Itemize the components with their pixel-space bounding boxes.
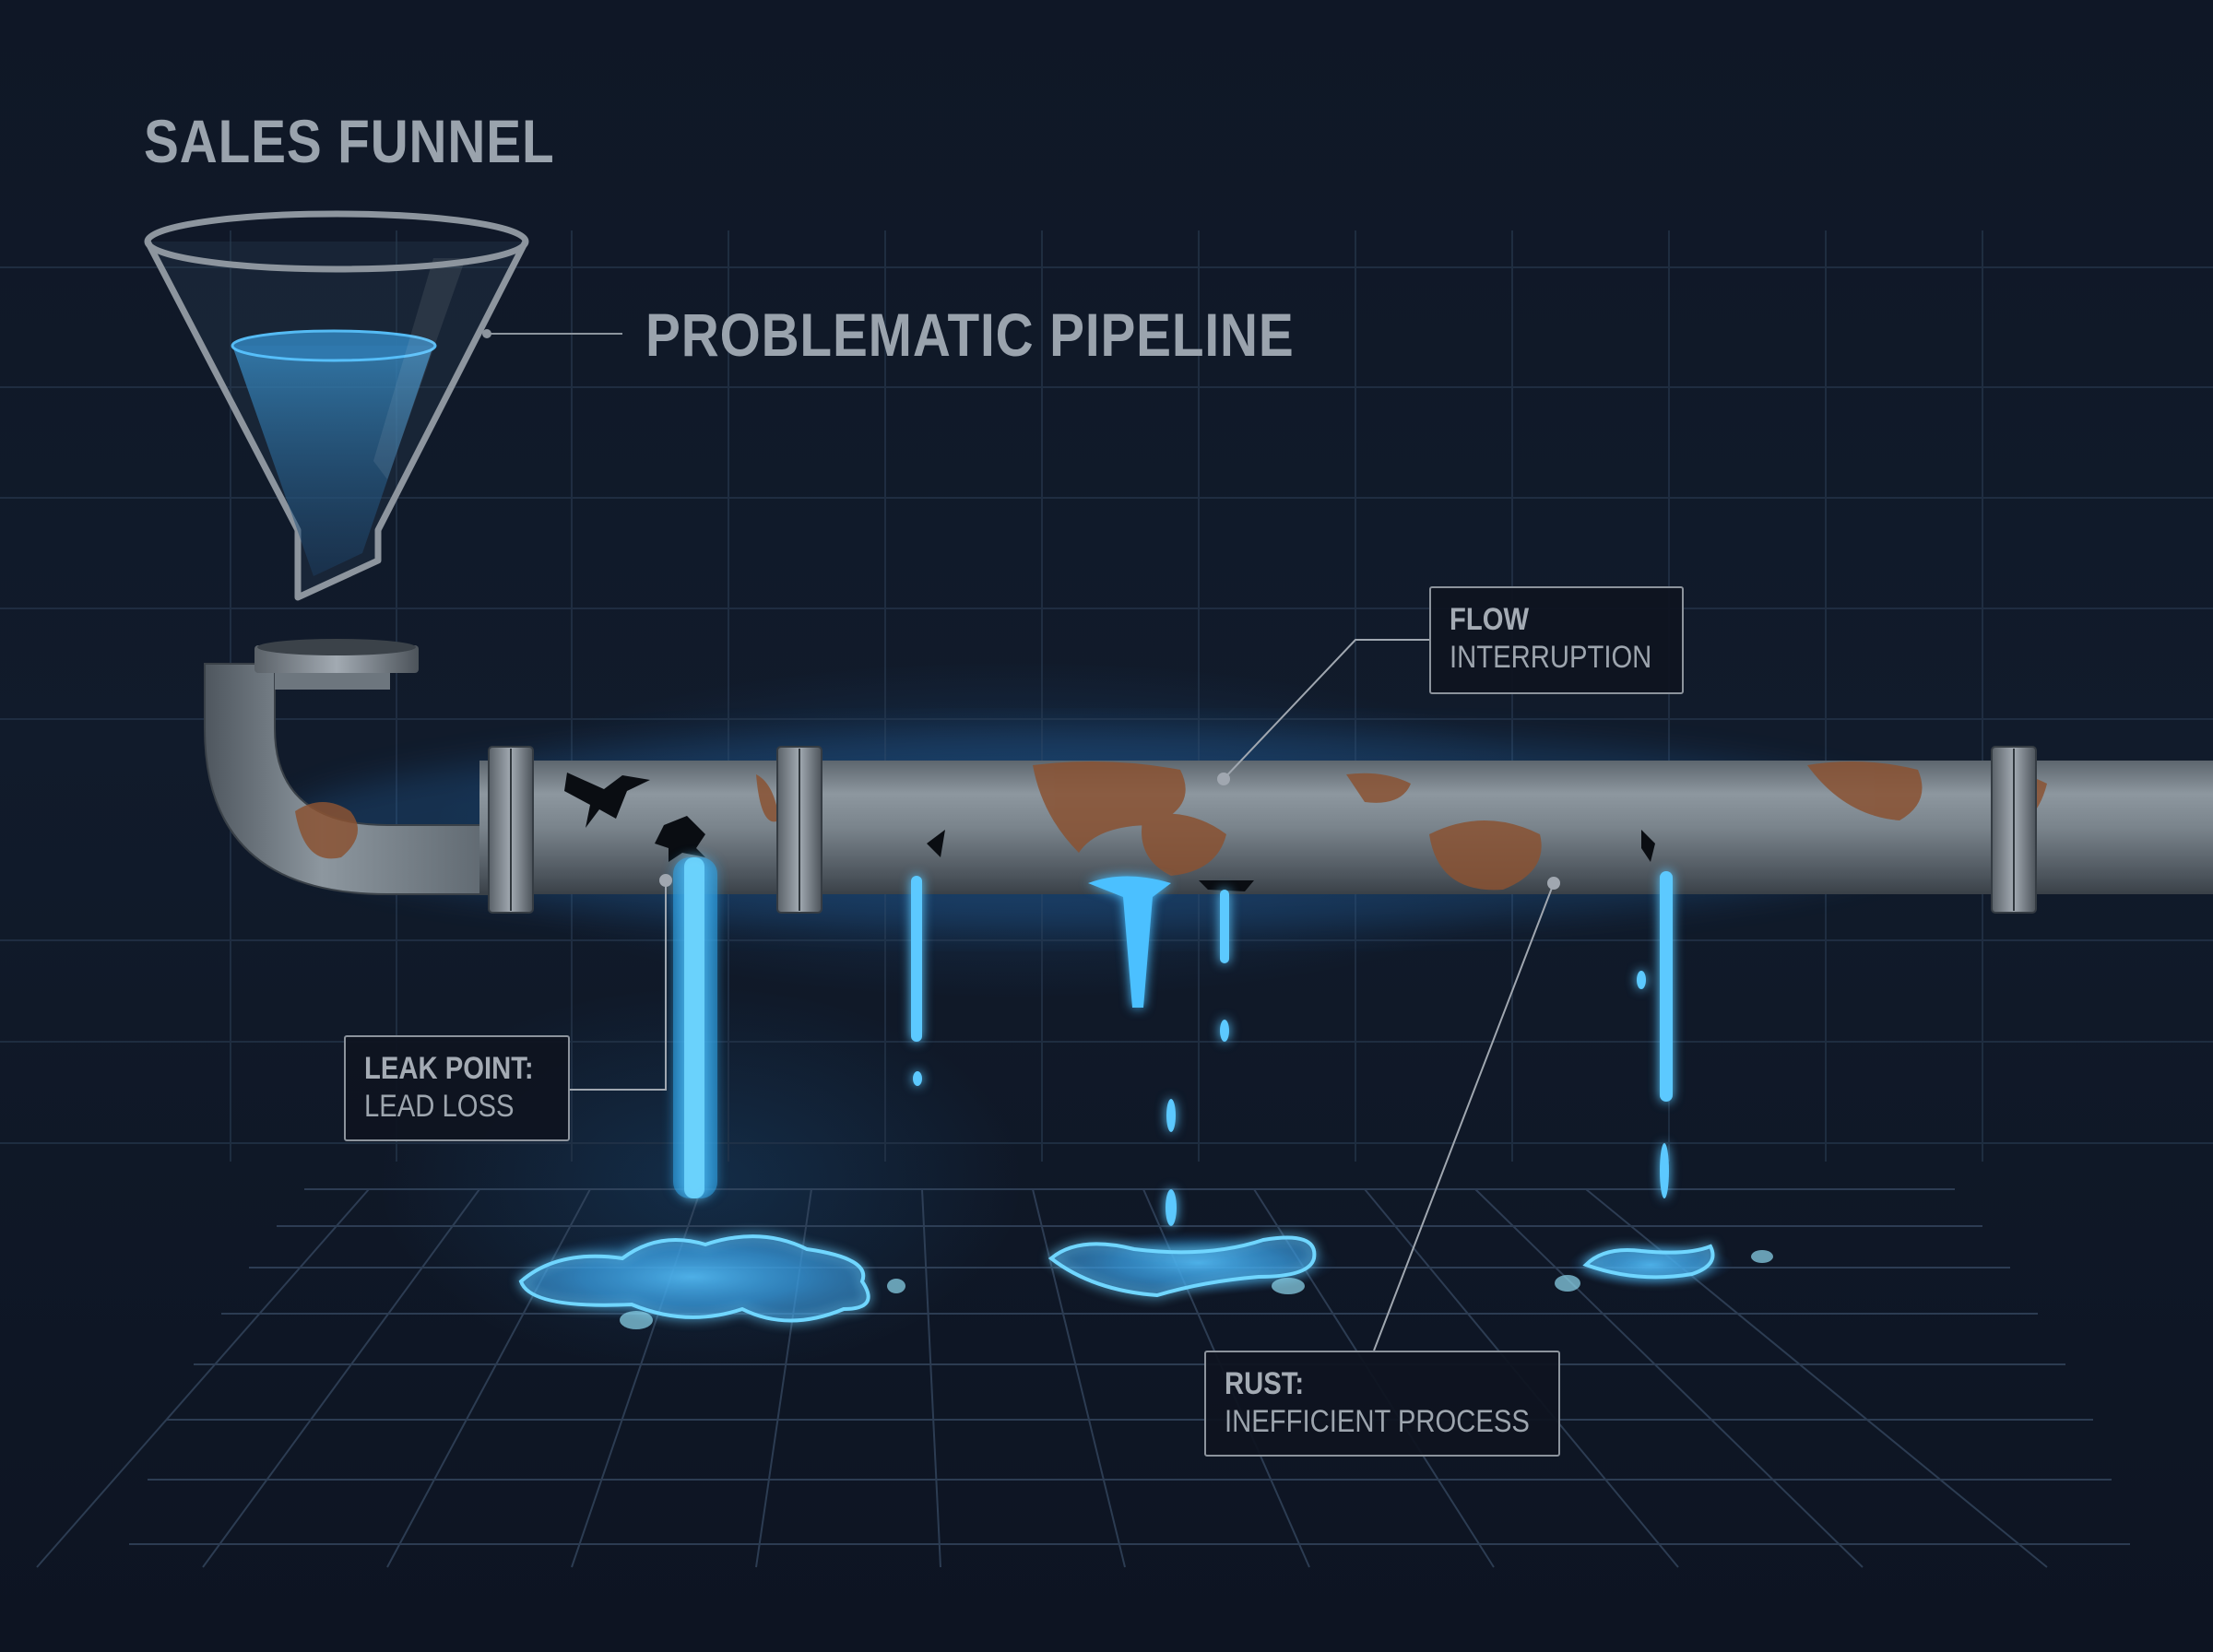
callout-flow-heading: FLOW [1450, 602, 1530, 637]
floor-grid [36, 1188, 2130, 1568]
callout-rust-heading: RUST: [1225, 1366, 1305, 1401]
callout-leak-detail: LEAD LOSS [364, 1089, 515, 1124]
water-drip-icon [673, 857, 1673, 1226]
callout-leak-point: LEAK POINT: LEAD LOSS [344, 1035, 570, 1141]
callout-rust: RUST: INEFFICIENT PROCESS [1204, 1351, 1560, 1457]
callout-leak-heading: LEAK POINT: [364, 1051, 534, 1086]
callout-flow-interruption: FLOW INTERRUPTION [1429, 586, 1684, 694]
callout-leader-lines [569, 639, 1560, 1351]
pipeline-subtitle: PROBLEMATIC PIPELINE [645, 301, 1295, 369]
pipe-icon [204, 639, 2213, 914]
funnel-icon [144, 210, 622, 601]
diagram-title: SALES FUNNEL [144, 107, 555, 175]
puddle-icon [507, 1231, 1773, 1329]
callout-rust-detail: INEFFICIENT PROCESS [1225, 1404, 1530, 1439]
callout-flow-detail: INTERRUPTION [1450, 640, 1652, 675]
